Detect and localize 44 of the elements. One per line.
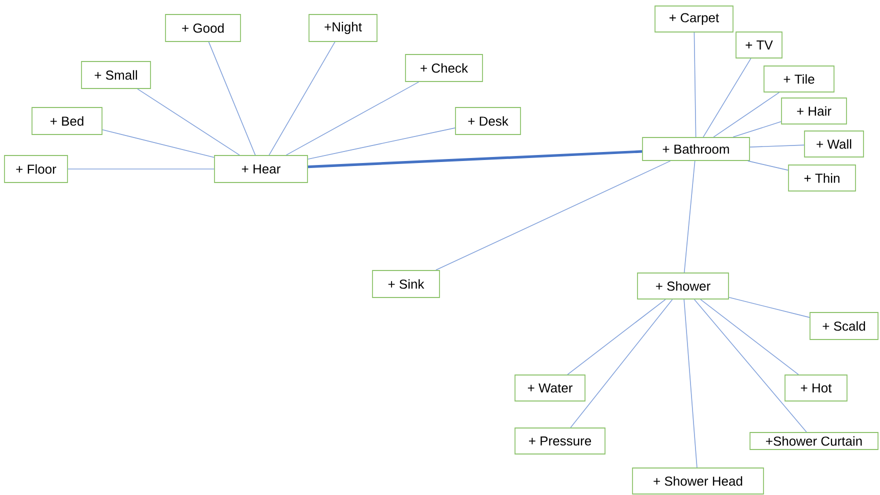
- connector-line: [208, 42, 256, 156]
- term-box: +Shower Curtain: [750, 432, 878, 450]
- connector-line: [700, 299, 799, 375]
- term-box: + Sink: [372, 270, 440, 298]
- connector-line: [728, 297, 810, 318]
- term-box: + Wall: [804, 130, 864, 158]
- term-box: + Shower Head: [632, 468, 764, 494]
- connector-line: [684, 160, 696, 273]
- connector-line: [308, 150, 642, 168]
- connector-line: [570, 299, 673, 428]
- term-box: + Hair: [781, 98, 847, 124]
- connector-line: [68, 168, 214, 170]
- term-box: + Pressure: [514, 428, 606, 454]
- term-box: +Night: [308, 14, 378, 42]
- term-box: + Good: [165, 14, 241, 42]
- connector-line: [694, 299, 807, 432]
- term-box: + Floor: [4, 155, 68, 183]
- connector-line: [732, 121, 782, 138]
- term-box: + Thin: [788, 164, 856, 192]
- term-box: + Bed: [32, 107, 102, 135]
- term-box: + Bathroom: [642, 137, 750, 161]
- term-box: + Small: [81, 61, 151, 89]
- connector-line: [748, 160, 788, 171]
- connector-line: [567, 299, 666, 375]
- term-box: + Hot: [784, 374, 848, 402]
- connector-line: [137, 88, 240, 156]
- connector-line: [308, 128, 456, 160]
- connector-line: [702, 58, 752, 138]
- term-box: + Tile: [764, 66, 834, 92]
- connector-line: [684, 299, 698, 468]
- term-box: + Check: [405, 54, 483, 82]
- term-box: + Scald: [810, 312, 878, 340]
- term-box: + Shower: [637, 272, 729, 300]
- term-box: + TV: [736, 32, 782, 58]
- connector-line: [750, 144, 804, 148]
- term-box: + Hear: [214, 155, 308, 183]
- connector-line: [268, 42, 336, 156]
- term-box: + Desk: [455, 107, 521, 135]
- connector-line: [436, 160, 671, 270]
- connector-line: [286, 82, 420, 156]
- term-box: + Water: [514, 374, 586, 402]
- connector-line: [102, 129, 214, 158]
- term-box: + Carpet: [654, 6, 734, 32]
- connector-line: [694, 32, 696, 138]
